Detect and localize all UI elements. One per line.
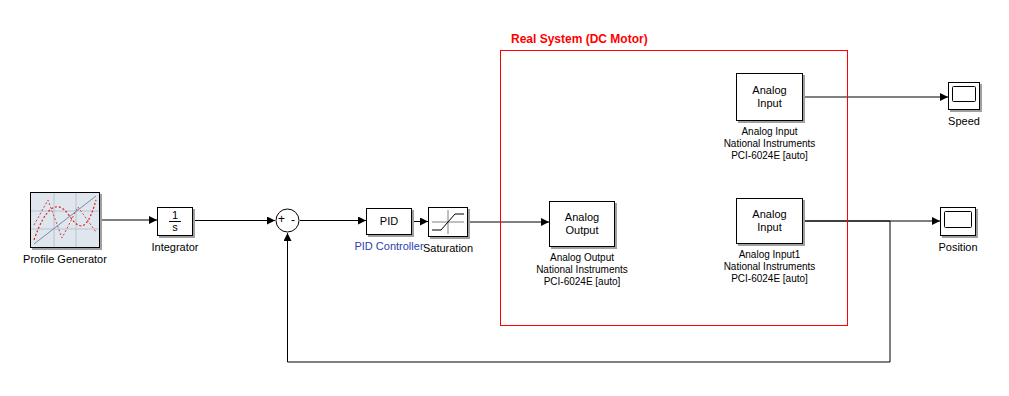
block-label: PID Controller [354,240,423,253]
block-text: Analog Input [737,84,802,110]
block-label: Profile Generator [23,253,107,266]
signal-line [100,220,157,221]
scope-block: Speed [948,82,980,110]
signal-line [300,220,366,221]
scope-screen [945,212,972,228]
pid-block: PIDPID Controller [366,208,412,235]
scope-block: Position [940,207,976,236]
block-label: Analog Input1 National Instruments PCI-6… [724,249,816,285]
saturation-curve [432,214,464,230]
block-label: Position [938,241,977,254]
block-label: Analog Input National Instruments PCI-60… [724,126,816,162]
real-system-frame: Real System (DC Motor)Analog OutputAnalo… [500,50,848,326]
analog-output-block: Analog OutputAnalog Output National Inst… [549,201,615,247]
profile-curve [34,196,96,244]
profile-generator-icon [31,193,99,247]
analog-input-block: Analog InputAnalog Input National Instru… [736,73,803,121]
analog-input-block: Analog InputAnalog Input1 National Instr… [736,198,803,244]
signal-line [288,221,891,362]
sum-circle [276,209,299,232]
integrator-block: 1sIntegrator [157,207,193,236]
scope-icon [945,212,972,228]
profile-curve [34,200,96,238]
sum-junction: +- [275,208,300,233]
signal-line [803,97,948,98]
block-text: Analog Input [737,208,802,234]
frame-title: Real System (DC Motor) [511,32,648,46]
signal-generator-block: Profile Generator [30,192,100,248]
saturation-block: Saturation [428,207,468,237]
sign-symbol: + [278,213,285,225]
signal-line [412,221,428,222]
icon-background [31,193,99,247]
sign-symbol: - [291,214,295,226]
signal-line [193,220,275,221]
block-text: PID [377,215,401,228]
block-label: Saturation [423,242,473,255]
icon-grid [31,193,99,247]
scope-screen [953,87,976,102]
transfer-denominator: s [172,222,178,233]
transfer-numerator: 1 [169,210,181,222]
block-label: Speed [948,115,980,128]
scope-icon [953,87,976,102]
signal-line [468,222,549,223]
block-text: Analog Output [550,211,614,237]
block-label: Analog Output National Instruments PCI-6… [536,252,628,288]
saturation-icon [432,210,464,234]
saturation-axes [432,210,464,234]
block-label: Integrator [151,241,198,254]
